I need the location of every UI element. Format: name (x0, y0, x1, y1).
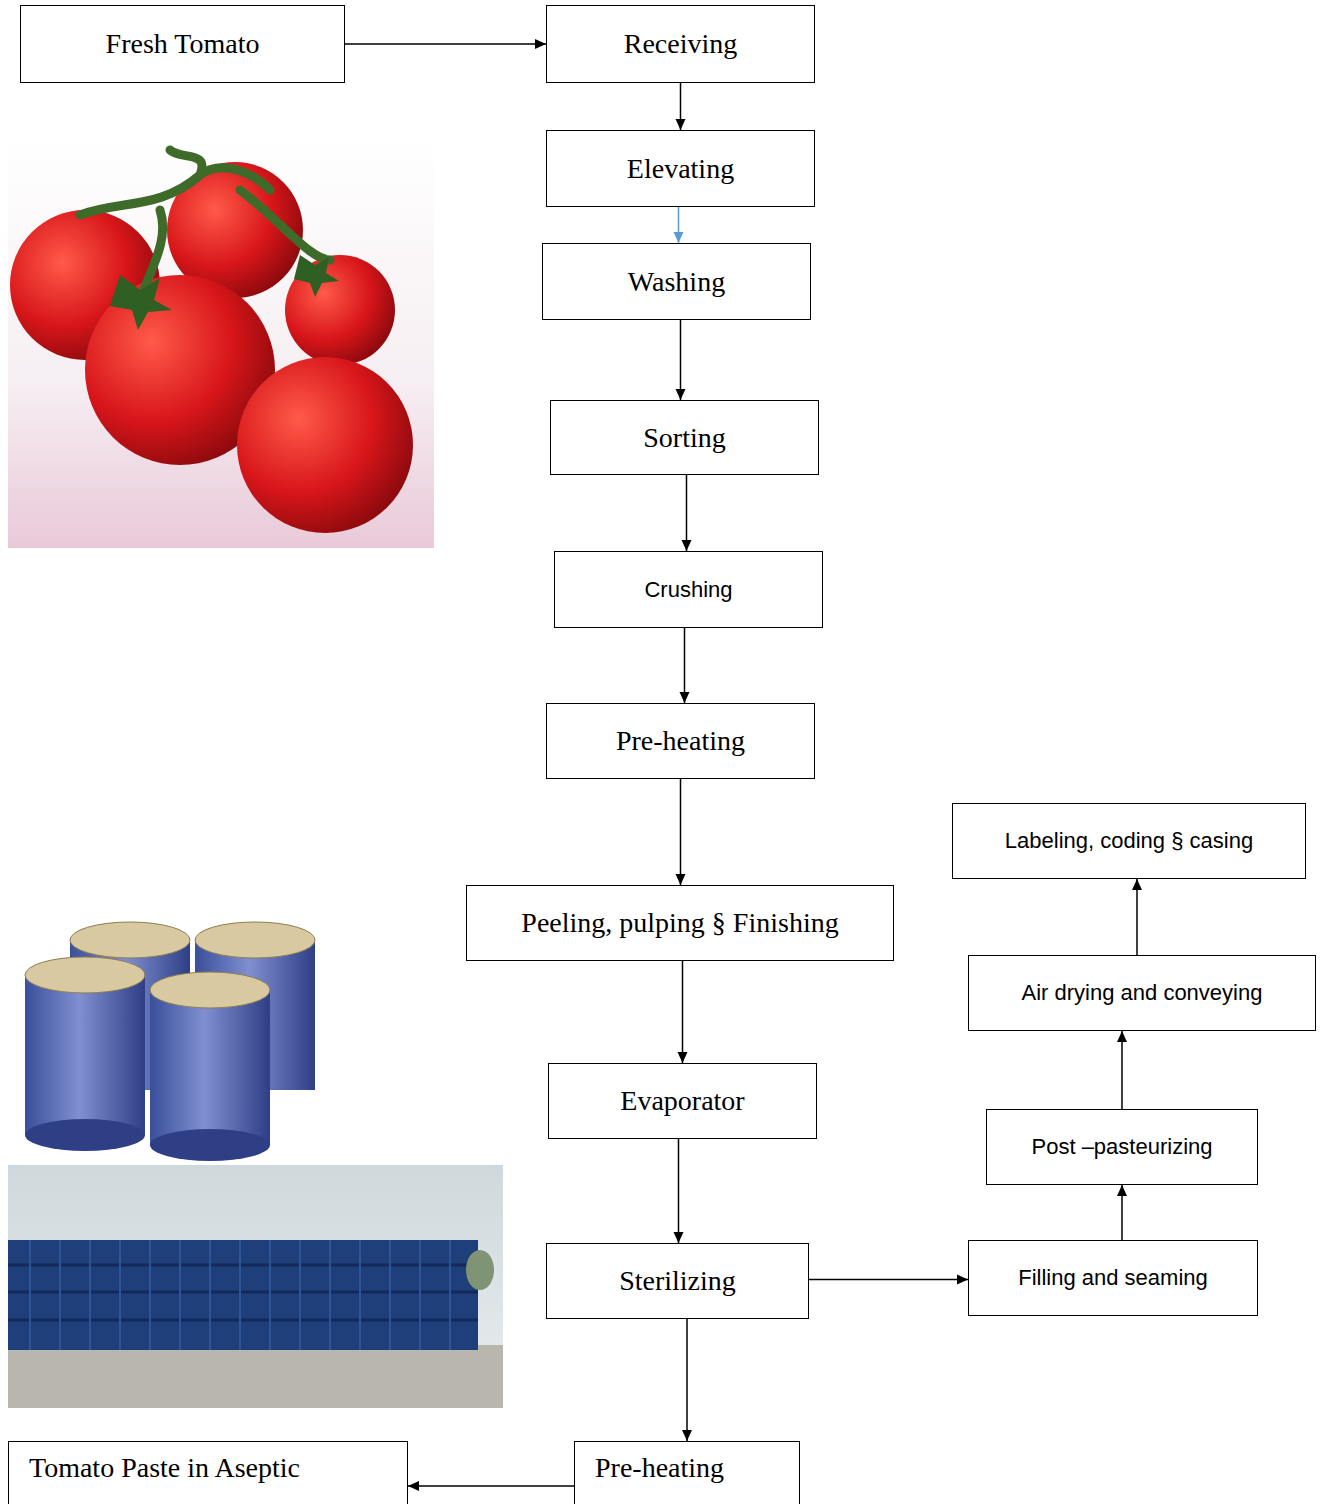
step-label: Receiving (624, 28, 738, 60)
step-label: Elevating (627, 153, 734, 185)
step-label: Peeling, pulping § Finishing (521, 907, 838, 939)
step-label: Fresh Tomato (106, 28, 260, 60)
process-box: Pre-heating (574, 1441, 800, 1504)
flow-arrow (1117, 1031, 1127, 1109)
process-box: Filling and seaming (968, 1240, 1258, 1316)
flow-arrow (676, 83, 686, 130)
step-label: Crushing (644, 577, 732, 603)
drum-yard-photo (8, 1165, 503, 1408)
flow-arrow (680, 628, 690, 703)
flow-arrow (1132, 879, 1142, 955)
tomato-photo (8, 140, 434, 548)
process-box: Fresh Tomato (20, 5, 345, 83)
process-box: Post –pasteurizing (986, 1109, 1258, 1185)
step-label: Pre-heating (595, 1452, 724, 1484)
flow-arrow (682, 475, 692, 551)
process-box: Evaporator (548, 1063, 817, 1139)
step-label: Sorting (643, 422, 725, 454)
step-label: Evaporator (620, 1085, 744, 1117)
flow-arrow (1117, 1185, 1127, 1240)
process-box: Elevating (546, 130, 815, 207)
step-label: Pre-heating (616, 725, 745, 757)
flow-arrow (678, 961, 688, 1063)
flow-arrow (674, 1139, 684, 1243)
flow-arrow (674, 207, 684, 243)
flow-arrow (676, 320, 686, 400)
barrel-picture (25, 922, 315, 1161)
step-label: Sterilizing (619, 1265, 736, 1297)
process-box: Receiving (546, 5, 815, 83)
step-label: Air drying and conveying (1022, 980, 1263, 1006)
process-box: Tomato Paste in Aseptic (8, 1441, 408, 1504)
flow-arrow (345, 39, 546, 49)
process-box: Sterilizing (546, 1243, 809, 1319)
step-label: Post –pasteurizing (1032, 1134, 1213, 1160)
step-label: Tomato Paste in Aseptic (29, 1452, 300, 1484)
process-box: Sorting (550, 400, 819, 475)
step-label: Labeling, coding § casing (1005, 828, 1253, 854)
process-box: Labeling, coding § casing (952, 803, 1306, 879)
flow-arrow (408, 1481, 574, 1491)
process-box: Washing (542, 243, 811, 320)
step-label: Filling and seaming (1018, 1265, 1208, 1291)
step-label: Washing (628, 266, 725, 298)
process-box: Pre-heating (546, 703, 815, 779)
flow-arrow (809, 1275, 968, 1285)
flow-arrow (682, 1319, 692, 1441)
process-box: Air drying and conveying (968, 955, 1316, 1031)
process-box: Crushing (554, 551, 823, 628)
flow-arrow (676, 779, 686, 885)
process-box: Peeling, pulping § Finishing (466, 885, 894, 961)
